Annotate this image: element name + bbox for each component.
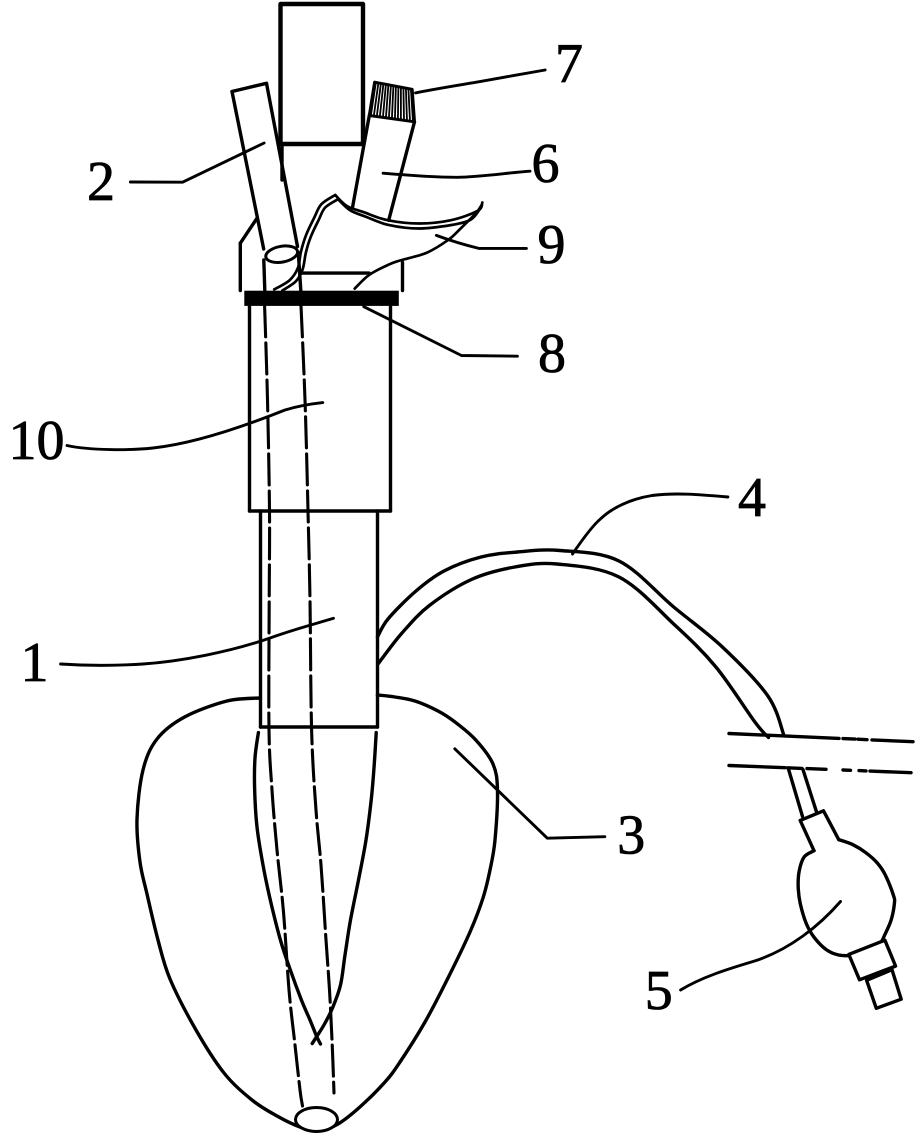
svg-text:3: 3: [617, 804, 645, 866]
svg-text:6: 6: [532, 133, 560, 195]
svg-text:5: 5: [645, 960, 673, 1022]
svg-text:2: 2: [87, 151, 115, 213]
svg-text:9: 9: [538, 214, 566, 276]
svg-text:7: 7: [555, 33, 583, 95]
svg-text:8: 8: [538, 323, 566, 385]
svg-text:4: 4: [738, 467, 766, 529]
svg-text:10: 10: [9, 410, 65, 472]
svg-text:1: 1: [21, 632, 49, 694]
